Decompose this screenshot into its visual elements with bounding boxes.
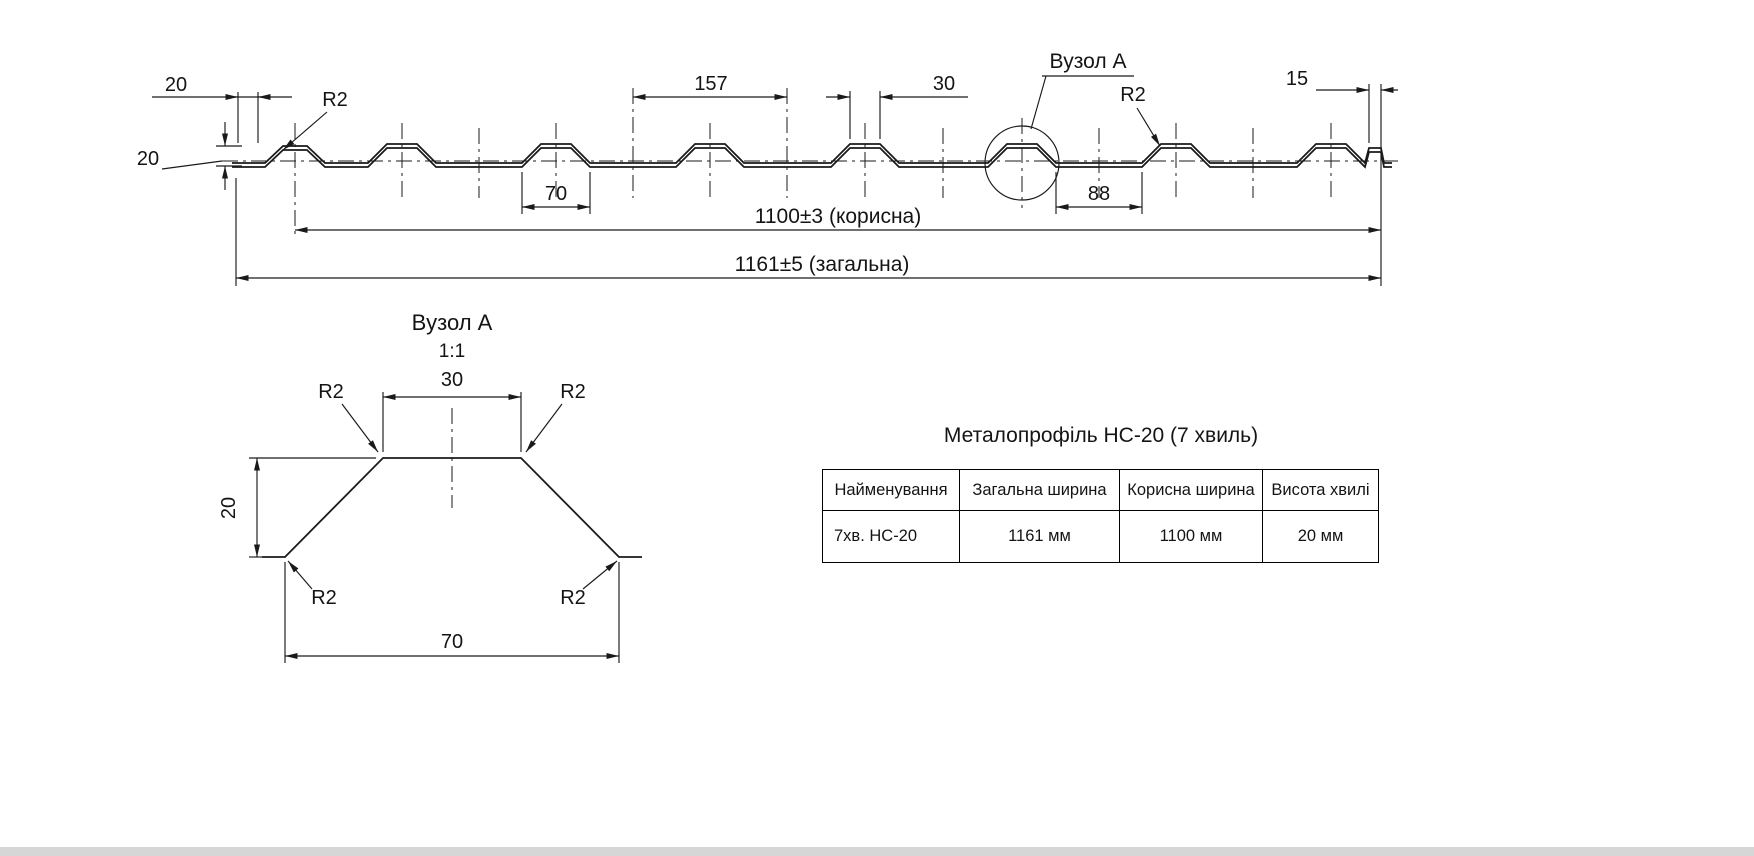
node-callout-label: Вузол А	[1050, 50, 1127, 73]
leader-line	[282, 111, 328, 151]
dim-70-label: 70	[545, 183, 567, 205]
profile-outline-inner	[232, 147, 1392, 169]
leader-line	[1136, 107, 1161, 147]
detail-radius-top-left-label: R2	[318, 381, 344, 403]
dim-157-label: 157	[694, 73, 727, 95]
leader-line	[525, 403, 563, 453]
spec-table-block: Металопрофіль НС-20 (7 хвиль) Найменуван…	[822, 424, 1380, 563]
radius-left-label: R2	[322, 89, 348, 111]
dim-20-edge-label: 20	[165, 74, 187, 96]
profile-section	[222, 88, 1398, 236]
detail-title: Вузол А	[412, 310, 493, 335]
dim-total-width-label: 1161±5 (загальна)	[735, 253, 910, 276]
spec-table: Найменування Загальна ширина Корисна шир…	[822, 469, 1379, 563]
profile-dimensions: 20 20 R2 157 30 Вузол А R2 15	[137, 50, 1398, 286]
spec-table-title: Металопрофіль НС-20 (7 хвиль)	[943, 424, 1259, 447]
cell-useful-width: 1100 мм	[1119, 510, 1263, 563]
detail-wave-outline	[262, 457, 642, 558]
spec-header-row: Найменування Загальна ширина Корисна шир…	[822, 469, 1379, 511]
profile-outline-outer	[232, 143, 1392, 165]
dim-88-label: 88	[1088, 183, 1110, 205]
cell-name: 7хв. НС-20	[822, 510, 960, 563]
dim-30-label: 30	[933, 73, 955, 95]
detail-callout-circle	[984, 125, 1060, 201]
detail-scale: 1:1	[439, 341, 465, 362]
leader-line	[341, 403, 379, 453]
leader-line	[582, 560, 618, 590]
detail-dim-20-label: 20	[218, 497, 240, 519]
bottom-edge-strip	[0, 847, 1754, 856]
header-total-width: Загальна ширина	[959, 469, 1120, 511]
leader-line	[1030, 75, 1047, 130]
header-useful-width: Корисна ширина	[1119, 469, 1263, 511]
header-name: Найменування	[822, 469, 960, 511]
cell-wave-height: 20 мм	[1262, 510, 1379, 563]
spec-data-row: 7хв. НС-20 1161 мм 1100 мм 20 мм	[822, 510, 1379, 563]
detail-view: Вузол А 1:1 30 R2 R2 20 R2 R2 70	[218, 310, 642, 663]
detail-radius-bottom-left-label: R2	[311, 587, 337, 609]
dim-useful-width-label: 1100±3 (корисна)	[755, 205, 921, 228]
radius-right-label: R2	[1120, 84, 1146, 106]
leader-line	[287, 560, 313, 590]
detail-dim-30-label: 30	[441, 369, 463, 391]
header-wave-height: Висота хвилі	[1262, 469, 1379, 511]
dim-20-height-label: 20	[137, 148, 159, 170]
detail-radius-top-right-label: R2	[560, 381, 586, 403]
detail-dim-70-label: 70	[441, 631, 463, 653]
leader-line	[161, 160, 223, 170]
dim-15-label: 15	[1286, 68, 1308, 90]
detail-radius-bottom-right-label: R2	[560, 587, 586, 609]
cell-total-width: 1161 мм	[959, 510, 1120, 563]
